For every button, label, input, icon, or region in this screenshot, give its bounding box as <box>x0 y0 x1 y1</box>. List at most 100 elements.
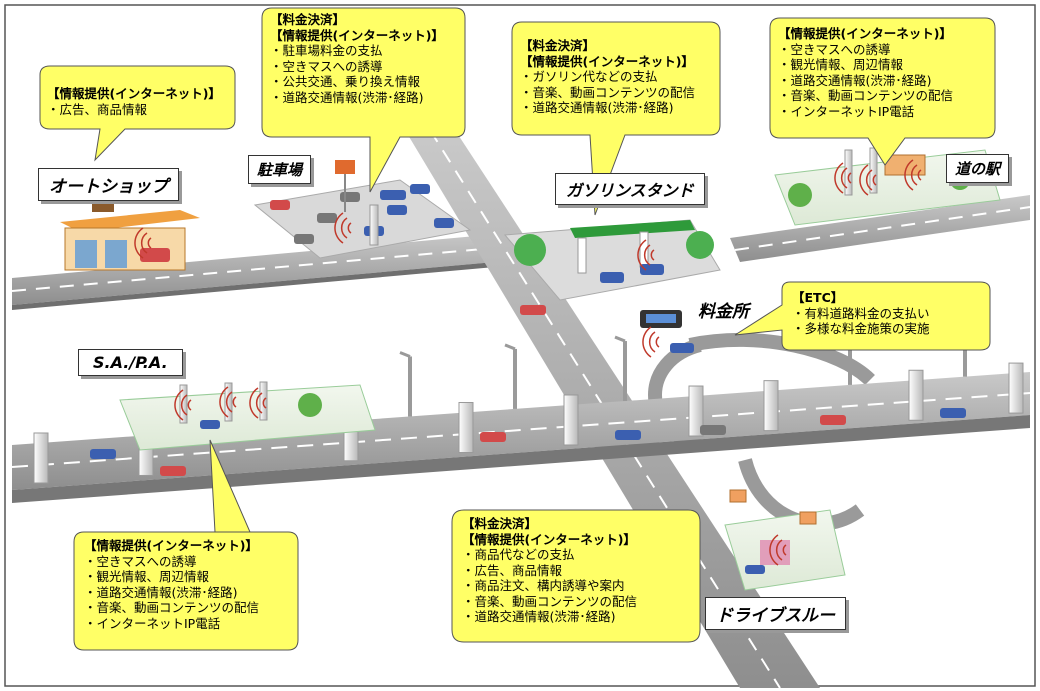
radio-wave-icon <box>769 534 779 566</box>
callout-title: 【ETC】 <box>792 290 844 305</box>
callout-item: ・音楽、動画コンテンツの配信 <box>462 593 638 609</box>
label-roadside-station: 道の駅 <box>946 154 1010 183</box>
gas-station-building <box>503 219 721 301</box>
label-auto-shop: オートショップ <box>38 168 179 201</box>
radio-wave-icon <box>219 386 229 418</box>
radio-wave-icon <box>140 232 148 254</box>
radio-wave-icon <box>147 237 152 249</box>
roadside-station-building <box>774 147 1001 226</box>
callout-item: ・商品代などの支払 <box>462 547 575 562</box>
radio-wave-icon <box>642 326 652 358</box>
expressway-pillar <box>563 394 579 446</box>
expressway-pillar <box>458 402 474 454</box>
callout-title: 【情報提供(インターネット)】 <box>462 531 636 547</box>
expressway-pillar <box>763 380 779 432</box>
callout-item: ・道路交通情報(渋滞･経路) <box>520 100 674 115</box>
vehicle <box>700 425 726 435</box>
expressway-pillar <box>908 369 924 421</box>
upper-road <box>11 232 540 310</box>
radio-wave-icon <box>637 239 647 271</box>
callout-item: ・道路交通情報(渋滞･経路) <box>270 89 424 105</box>
radio-wave-icon <box>187 399 192 411</box>
label-parking: 駐車場 <box>248 155 312 184</box>
callout-roadside-station: 【情報提供(インターネット)】 ・空きマスへの誘導 ・観光情報、周辺情報 ・道路… <box>778 26 953 119</box>
parked-car <box>387 205 407 215</box>
callout-item: ・空きマスへの誘導 <box>778 41 891 57</box>
callout-sa-pa: 【情報提供(インターネット)】 ・空きマスへの誘導 ・観光情報、周辺情報 ・道路… <box>84 538 259 631</box>
callout-item: ・インターネットIP電話 <box>778 103 915 119</box>
radio-wave-icon <box>775 539 783 561</box>
radio-wave-icon <box>917 169 922 181</box>
parked-car <box>340 192 360 202</box>
parked-car <box>410 184 430 194</box>
callout-item: ・駐車場料金の支払 <box>270 43 383 58</box>
vehicle <box>520 305 546 315</box>
parked-car <box>434 218 454 228</box>
vehicles <box>90 190 966 476</box>
parking-lot <box>253 160 472 259</box>
expressway-pillar <box>688 385 704 437</box>
toll-gate-structure <box>640 310 694 353</box>
callout-title: 【情報提供(インターネット)】 <box>270 27 444 43</box>
radio-wave-icon <box>334 212 344 244</box>
label-drive-through: ドライブスルー <box>705 597 846 630</box>
bubble-toll-gate <box>734 281 991 351</box>
callout-title: 【情報提供(インターネット)】 <box>520 53 694 69</box>
callout-title: 【料金決済】 <box>520 38 596 53</box>
radio-wave-icon <box>859 164 869 196</box>
callout-item: ・インターネットIP電話 <box>84 615 221 631</box>
callout-title: 【料金決済】 <box>270 12 346 27</box>
radio-wave-icon <box>180 394 188 416</box>
parked-car <box>294 234 314 244</box>
street-lamp-arm <box>504 343 516 351</box>
radio-wave-icon <box>340 217 348 239</box>
callout-item: ・商品注文、構内誘導や案内 <box>462 578 625 593</box>
callout-item: ・公共交通、乗り換え情報 <box>270 74 421 89</box>
radio-wave-icon <box>904 159 914 191</box>
radio-wave-icon <box>134 227 144 259</box>
callout-title: 【情報提供(インターネット)】 <box>778 26 952 41</box>
bubble-parking <box>261 7 466 193</box>
vehicle <box>820 415 846 425</box>
radio-wave-icon <box>865 169 873 191</box>
callout-item: ・道路交通情報(渋滞･経路) <box>778 72 932 88</box>
callout-item: ・空きマスへの誘導 <box>84 553 197 569</box>
callout-title: 【料金決済】 <box>462 516 538 531</box>
callout-item: ・広告、商品情報 <box>462 562 563 578</box>
callout-auto-shop: 【情報提供(インターネット)】 ・広告、商品情報 <box>47 86 221 117</box>
radio-wave-icon <box>910 164 918 186</box>
radio-wave-icon <box>648 331 656 353</box>
radio-wave-icon <box>650 249 655 261</box>
vehicle <box>380 190 406 200</box>
callout-item: ・音楽、動画コンテンツの配信 <box>520 84 696 100</box>
label-gas-station: ガソリンスタンド <box>555 173 705 205</box>
callout-item: ・ガソリン代などの支払 <box>520 69 658 84</box>
radio-wave-icon <box>847 172 852 184</box>
label-toll-gate: 料金所 <box>698 302 749 322</box>
radio-wave-icon <box>834 162 844 194</box>
expressway-pillar <box>33 432 49 484</box>
callout-item: ・音楽、動画コンテンツの配信 <box>778 88 954 103</box>
radio-wave-icon <box>225 391 233 413</box>
parked-car <box>270 200 290 210</box>
callout-bubbles <box>39 7 996 651</box>
right-road <box>730 195 1031 262</box>
auto-shop-building <box>60 198 200 271</box>
callout-title: 【情報提供(インターネット)】 <box>84 538 258 553</box>
radio-wave-icon <box>255 392 263 414</box>
bubble-sa-pa <box>73 439 299 651</box>
callout-parking: 【料金決済】 【情報提供(インターネット)】 ・駐車場料金の支払 ・空きマスへの… <box>270 12 444 105</box>
radio-wave-icon <box>174 389 184 421</box>
radio-wave-icon <box>840 167 848 189</box>
vehicle <box>90 449 116 459</box>
drive-through-building <box>724 489 846 591</box>
bubble-auto-shop <box>39 65 236 162</box>
callout-item: ・道路交通情報(渋滞･経路) <box>462 609 616 624</box>
callout-item: ・広告、商品情報 <box>47 101 148 117</box>
radio-wave-icon <box>262 397 267 409</box>
callout-item: ・道路交通情報(渋滞･経路) <box>84 584 238 600</box>
radio-wave-icon <box>643 244 651 266</box>
callout-item: ・多様な料金施策の実施 <box>792 321 930 336</box>
